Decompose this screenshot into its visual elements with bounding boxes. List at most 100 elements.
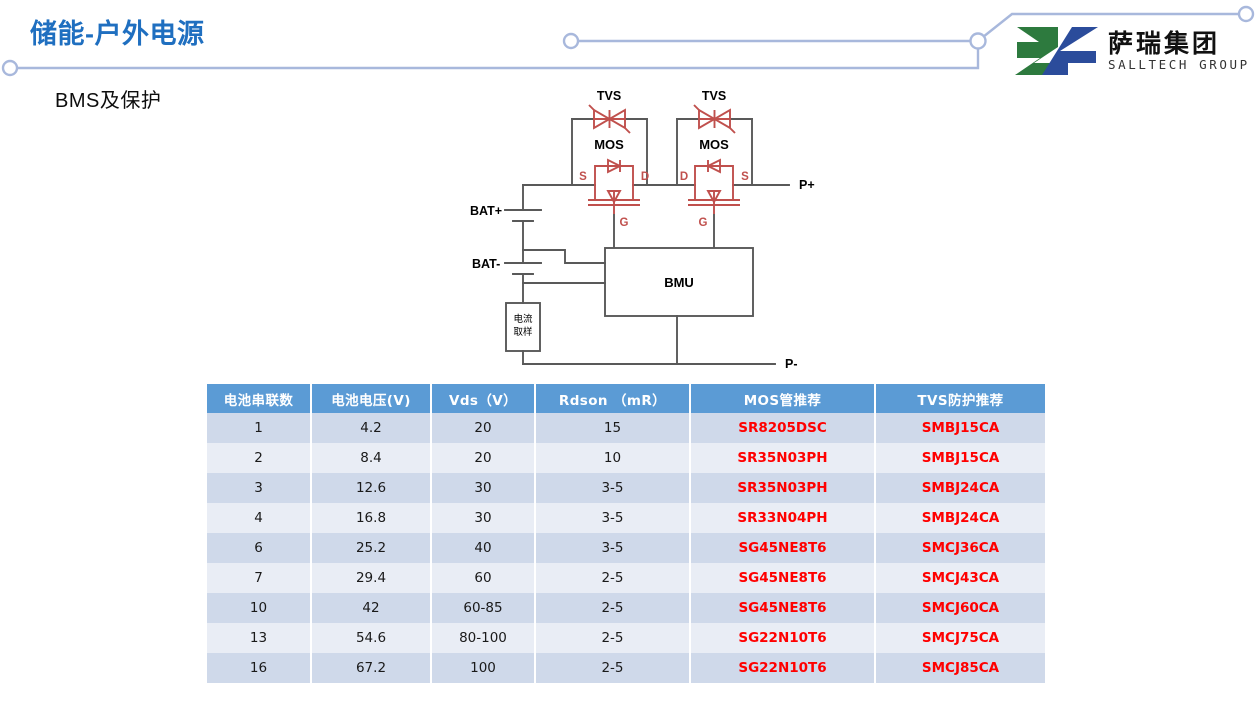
- cell-series: 4: [207, 503, 312, 533]
- cell-tvs-part: SMCJ36CA: [875, 533, 1045, 563]
- tvs-left-tri-2: [607, 108, 626, 130]
- salltech-logo-icon: [1015, 27, 1098, 75]
- cell-mos-part: SG45NE8T6: [690, 563, 876, 593]
- cell-tvs-part: SMBJ15CA: [875, 413, 1045, 443]
- bms-protection-circuit-diagram: TVS TVS MOS MOS S D G D S G BAT+ BAT- P+…: [470, 89, 815, 371]
- cell-voltage: 54.6: [311, 623, 432, 653]
- cell-series: 10: [207, 593, 312, 623]
- cell-mos-part: SG45NE8T6: [690, 593, 876, 623]
- cell-rdson: 3-5: [535, 503, 691, 533]
- label-drain-right: D: [680, 171, 688, 183]
- cell-mos-part: SR8205DSC: [690, 413, 876, 443]
- label-mos-left: MOS: [594, 137, 624, 152]
- cell-voltage: 25.2: [311, 533, 432, 563]
- cell-tvs-part: SMCJ43CA: [875, 563, 1045, 593]
- page-title: 储能-户外电源: [30, 19, 205, 49]
- cell-tvs-part: SMBJ24CA: [875, 473, 1045, 503]
- cell-tvs-part: SMCJ75CA: [875, 623, 1045, 653]
- cell-voltage: 67.2: [311, 653, 432, 683]
- cell-mos-part: SG22N10T6: [690, 623, 876, 653]
- cell-vds: 20: [431, 413, 536, 443]
- slide-header: 储能-户外电源 萨瑞集团 SALLTECH GROUP: [0, 0, 1257, 92]
- table-header-row: 电池串联数 电池电压(V) Vds（V） Rdson （mR） MOS管推荐 T…: [207, 384, 1045, 413]
- cell-rdson: 10: [535, 443, 691, 473]
- wire-mid-tap: [633, 185, 695, 206]
- label-shunt-line1: 电流: [513, 313, 533, 325]
- cell-tvs-part: SMBJ15CA: [875, 443, 1045, 473]
- mosfet-right-arrow: [706, 190, 722, 204]
- label-source-left: S: [579, 171, 587, 183]
- label-bat-minus: BAT-: [472, 257, 500, 271]
- cell-series: 1: [207, 413, 312, 443]
- column-header-mos-recommend: MOS管推荐: [690, 384, 876, 413]
- cell-vds: 60-85: [431, 593, 536, 623]
- cell-voltage: 8.4: [311, 443, 432, 473]
- tvs-right-kink-b: [729, 127, 736, 134]
- trace-node-middle: [562, 32, 580, 50]
- mosfet-left-diode-tri: [607, 158, 623, 174]
- cell-mos-part: SR35N03PH: [690, 473, 876, 503]
- cell-tvs-part: SMCJ85CA: [875, 653, 1045, 683]
- label-p-minus: P-: [785, 357, 798, 371]
- column-header-rdson: Rdson （mR）: [535, 384, 691, 413]
- cell-vds: 100: [431, 653, 536, 683]
- cell-rdson: 2-5: [535, 593, 691, 623]
- tvs-right-tri-1: [698, 108, 717, 130]
- cell-vds: 30: [431, 473, 536, 503]
- cell-series: 16: [207, 653, 312, 683]
- section-subtitle: BMS及保护: [55, 90, 162, 112]
- cell-vds: 40: [431, 533, 536, 563]
- cell-voltage: 42: [311, 593, 432, 623]
- column-header-vds: Vds（V）: [431, 384, 536, 413]
- cell-rdson: 3-5: [535, 533, 691, 563]
- cell-tvs-part: SMCJ60CA: [875, 593, 1045, 623]
- cell-series: 13: [207, 623, 312, 653]
- label-p-plus: P+: [799, 178, 815, 192]
- cell-voltage: 12.6: [311, 473, 432, 503]
- cell-rdson: 2-5: [535, 563, 691, 593]
- logo-name-cn: 萨瑞集团: [1108, 28, 1221, 58]
- cell-rdson: 2-5: [535, 623, 691, 653]
- label-tvs-left: TVS: [597, 89, 621, 103]
- cell-series: 7: [207, 563, 312, 593]
- label-drain-left: D: [641, 171, 649, 183]
- cell-series: 2: [207, 443, 312, 473]
- label-bat-plus: BAT+: [470, 204, 502, 218]
- label-mos-right: MOS: [699, 137, 729, 152]
- column-header-cells-in-series: 电池串联数: [207, 384, 312, 413]
- cell-rdson: 3-5: [535, 473, 691, 503]
- tvs-left-tri-1: [593, 108, 612, 130]
- cell-vds: 80-100: [431, 623, 536, 653]
- cell-rdson: 2-5: [535, 653, 691, 683]
- label-gate-left: G: [620, 217, 629, 229]
- label-source-right: S: [741, 171, 749, 183]
- cell-mos-part: SR35N03PH: [690, 443, 876, 473]
- cell-vds: 20: [431, 443, 536, 473]
- column-header-tvs-recommend: TVS防护推荐: [875, 384, 1045, 413]
- cell-rdson: 15: [535, 413, 691, 443]
- mosfet-right-diode-tri: [705, 158, 721, 174]
- label-gate-right: G: [699, 217, 708, 229]
- cell-series: 3: [207, 473, 312, 503]
- label-bmu: BMU: [664, 275, 694, 290]
- wire-batminus-sense: [522, 249, 606, 264]
- cell-tvs-part: SMBJ24CA: [875, 503, 1045, 533]
- tvs-right-kink-a: [693, 104, 700, 111]
- tvs-right-tri-2: [712, 108, 731, 130]
- trace-node-right: [1237, 5, 1255, 23]
- mosfet-left-body-diode-path: [594, 165, 634, 185]
- cell-mos-part: SR33N04PH: [690, 503, 876, 533]
- mosfet-right-body-diode-path: [694, 165, 734, 185]
- mosfet-left-arrow: [606, 190, 622, 204]
- cell-mos-part: SG22N10T6: [690, 653, 876, 683]
- tvs-left-kink-a: [588, 104, 595, 111]
- cell-vds: 30: [431, 503, 536, 533]
- company-logo: 萨瑞集团 SALLTECH GROUP: [1012, 22, 1252, 80]
